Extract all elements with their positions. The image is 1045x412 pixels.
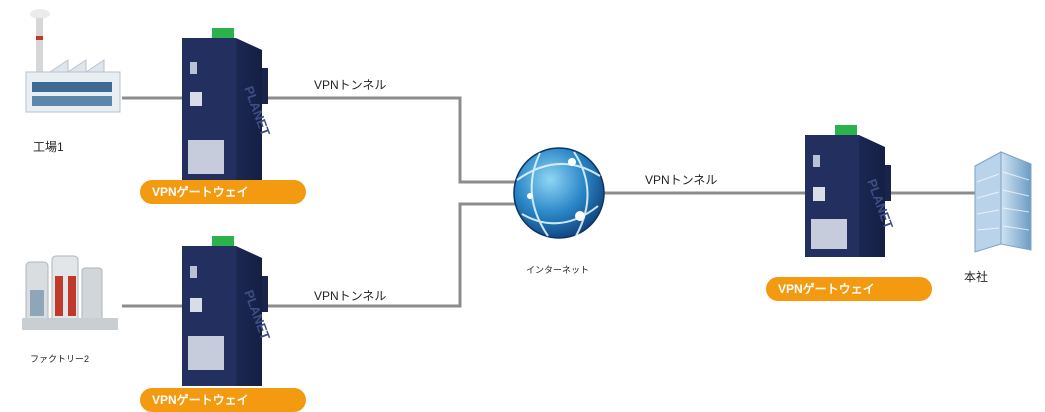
tunnel-label-1: VPNトンネル	[314, 78, 387, 92]
gateway-device-icon-3: PLANET	[805, 125, 896, 257]
gateway-device-icon-2: PLANET	[182, 236, 273, 386]
tunnel-label-3: VPNトンネル	[645, 173, 718, 187]
industrial-plant-icon	[22, 255, 118, 330]
factory-icon	[25, 9, 121, 113]
tunnel-line-1	[268, 96, 515, 184]
gateway-badge-1: VPNゲートウェイ	[140, 180, 306, 204]
globe-icon	[513, 147, 605, 239]
internet-label: インターネット	[526, 265, 590, 275]
gateway-badge-2: VPNゲートウェイ	[140, 388, 306, 412]
office-building-icon	[974, 151, 1032, 253]
gateway-device-icon-1: PLANET	[182, 28, 273, 188]
connection-lines	[122, 96, 978, 308]
gateway-badge-3: VPNゲートウェイ	[766, 277, 932, 301]
tunnel-line-2	[268, 202, 515, 308]
tunnel-label-2: VPNトンネル	[314, 289, 387, 303]
site-label-factory1: 工場1	[33, 140, 64, 154]
site-label-hq: 本社	[964, 270, 989, 284]
site-label-factory2: ファクトリー2	[30, 354, 90, 364]
